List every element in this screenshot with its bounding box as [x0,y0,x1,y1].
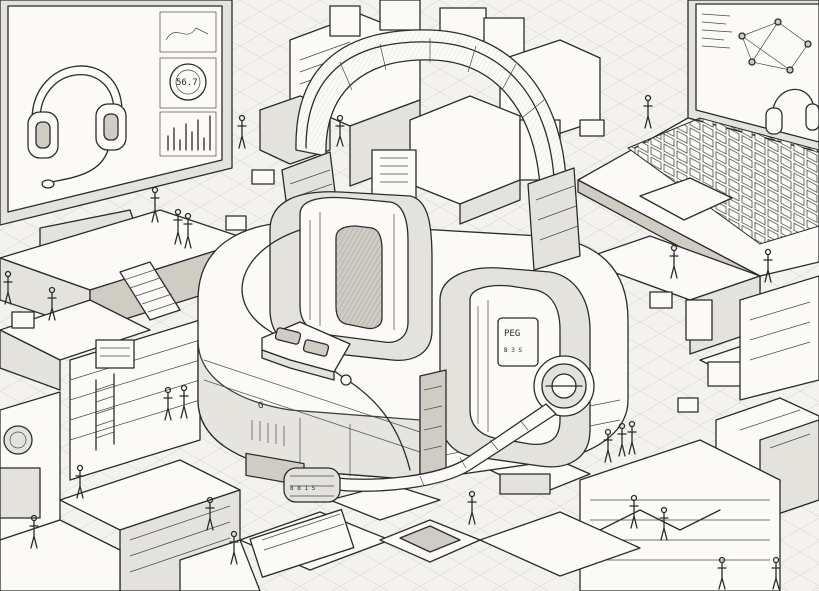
earcup-plate-label: PEG [504,329,520,339]
person [75,464,85,499]
person [467,490,477,525]
person [643,94,653,129]
person [763,248,773,283]
person [717,556,727,590]
earcup-code-label: B 3 S [504,347,522,354]
keyboard [626,117,819,245]
person [229,530,239,565]
person [205,496,215,531]
small-machines [11,119,699,413]
laptop-headset-icon [765,88,819,135]
person [47,286,57,321]
right-blocks [579,235,819,591]
bar-chart-mini [167,115,211,151]
left-earcup [269,191,433,362]
person [173,208,183,245]
person [335,114,345,147]
laptop [577,0,819,291]
person [163,386,173,421]
stairs [119,261,181,321]
headset: PEG B 3 S 8 8 1 5 [241,29,595,503]
cable-remote [241,229,411,471]
person [29,514,39,549]
base-mark: G [258,401,263,411]
remote-button-2 [302,339,330,357]
mic-boom: 8 8 1 5 [283,403,557,503]
person [183,212,193,249]
person [150,186,160,223]
mic-tip-label: 8 8 1 5 [290,485,316,492]
person [627,420,637,455]
mic-pivot [533,355,595,417]
remote-button-1 [274,327,302,345]
person [771,556,781,590]
monitor-headset-icon [27,65,127,189]
person [603,428,613,463]
person [617,422,627,457]
person [179,384,189,419]
person [629,494,639,529]
network-diagram [738,18,812,74]
ladder [95,373,115,451]
gauge-value: 56.7 [176,78,198,88]
person [237,114,247,149]
person [3,270,13,305]
trackpad [639,177,733,221]
people [3,94,781,590]
person [659,506,669,541]
person [669,244,679,279]
